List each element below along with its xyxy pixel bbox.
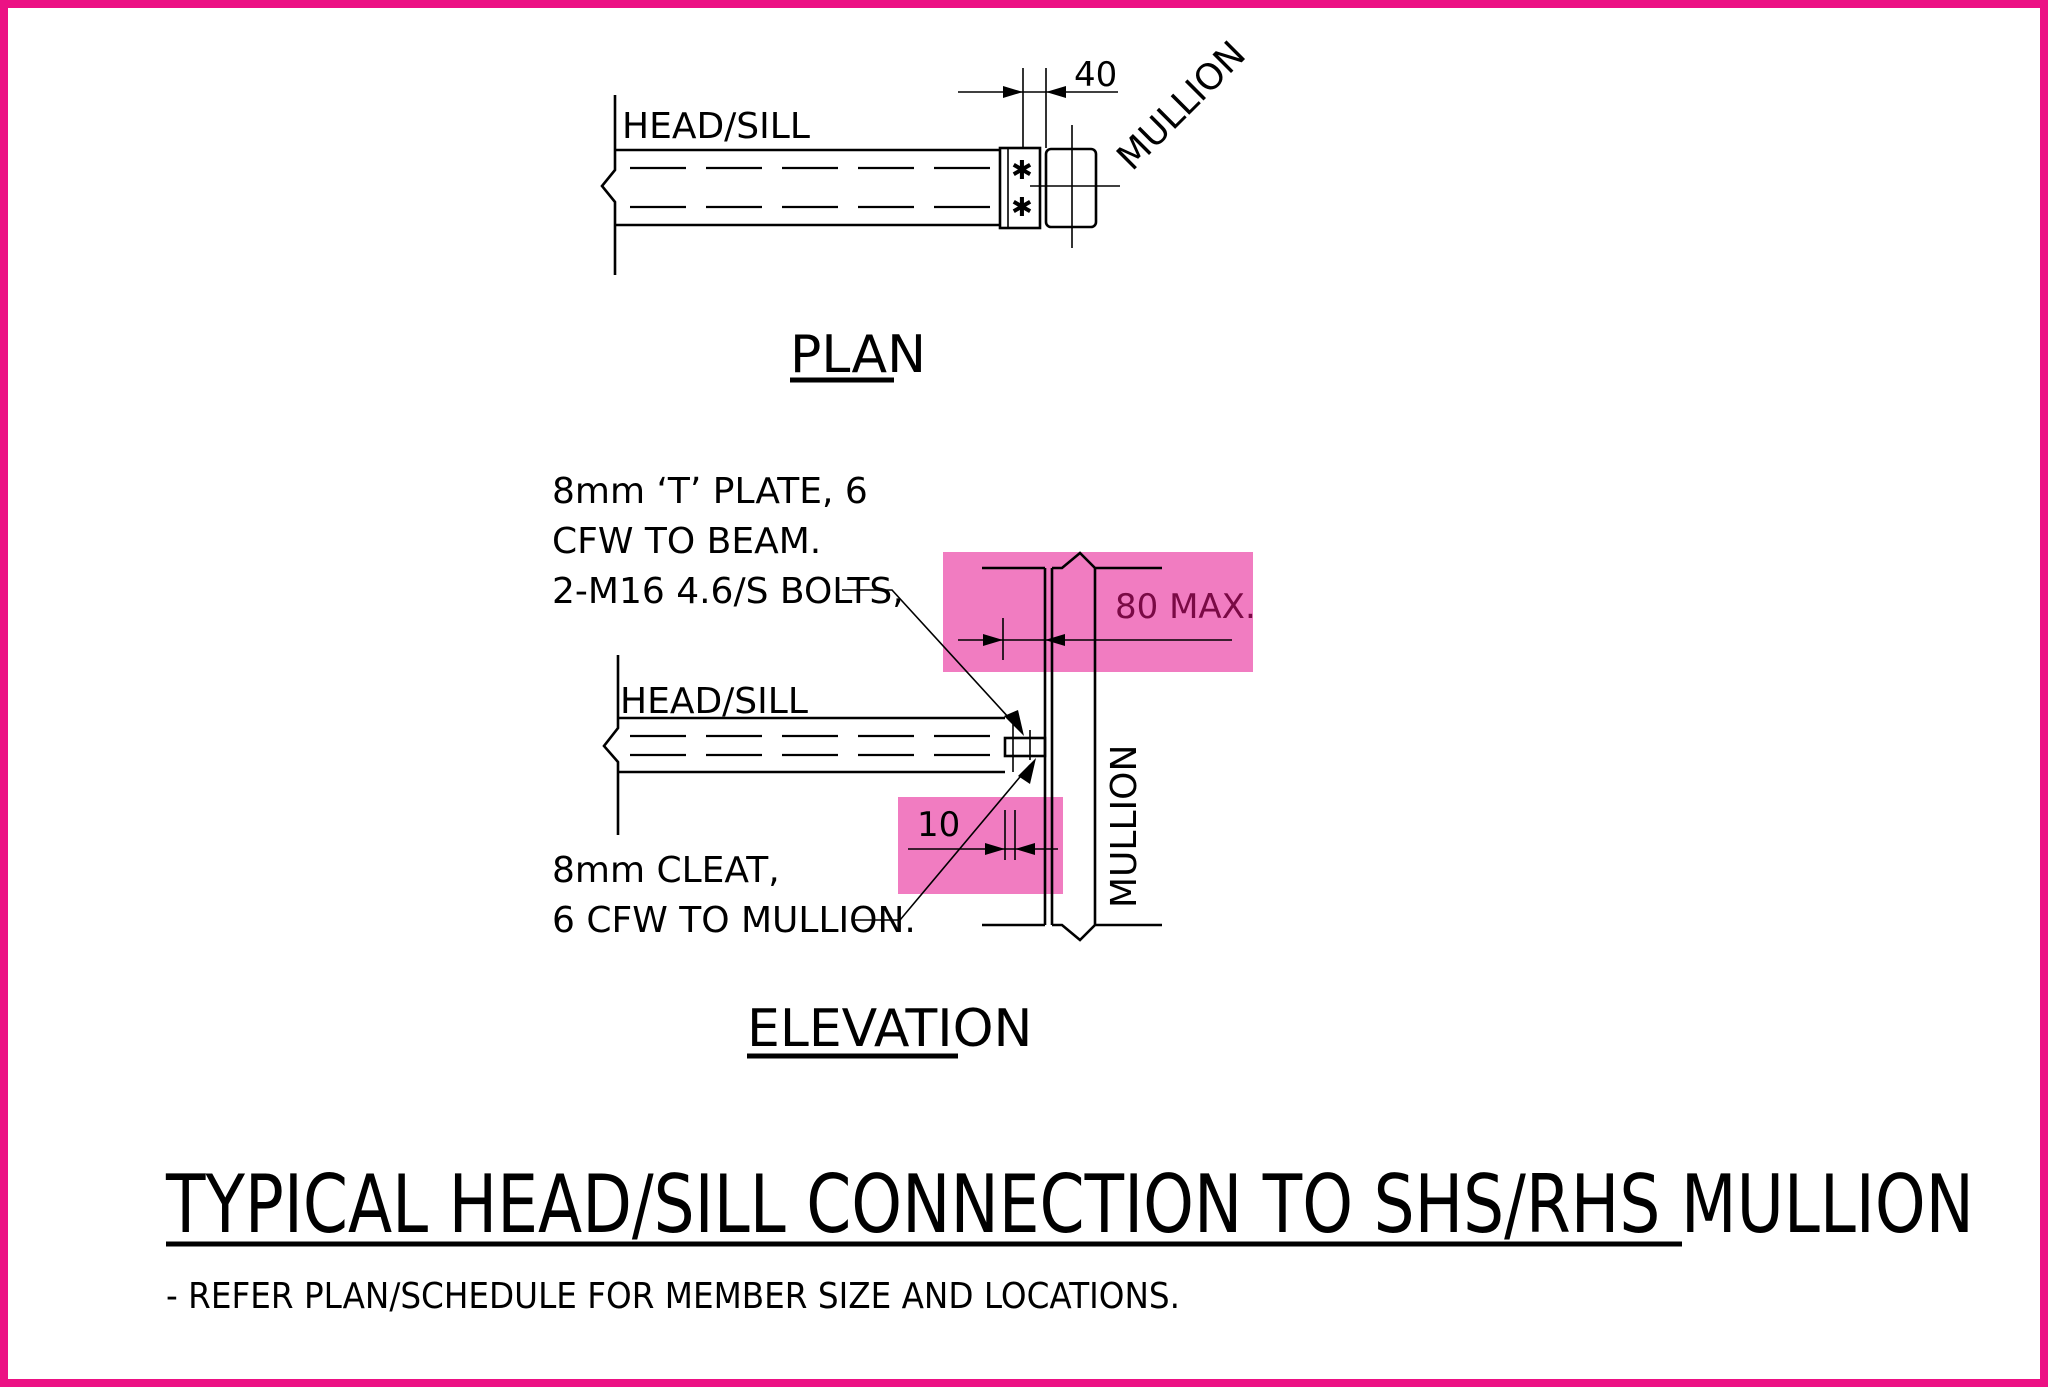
plan-view-title: PLAN <box>790 325 926 385</box>
drawing-title: TYPICAL HEAD/SILL CONNECTION TO SHS/RHS … <box>165 1158 1974 1251</box>
elevation-member-label: HEAD/SILL <box>620 681 808 722</box>
plate-note-line-1: 8mm ‘T’ PLATE, 6 <box>552 471 868 512</box>
cleat-note-line-1: 8mm CLEAT, <box>552 850 780 891</box>
drawing-note: - REFER PLAN/SCHEDULE FOR MEMBER SIZE AN… <box>166 1276 1180 1317</box>
svg-text:✱: ✱ <box>1011 193 1033 223</box>
cleat-note-line-2: 6 CFW TO MULLION. <box>552 900 916 941</box>
dimension-80-max: 80 MAX. <box>1115 587 1256 627</box>
dimension-10: 10 <box>917 805 960 845</box>
elevation-view-title: ELEVATION <box>747 999 1032 1059</box>
highlight-10 <box>898 797 1063 894</box>
plan-view: ✱ ✱ 40 HEAD/SILL MULLION PLAN <box>600 34 1254 385</box>
plan-member-label: HEAD/SILL <box>622 106 810 147</box>
highlight-80-max <box>943 552 1253 672</box>
elevation-mullion-label: MULLION <box>1104 745 1145 908</box>
plate-note-line-3: 2-M16 4.6/S BOLTS, <box>552 571 904 612</box>
svg-text:✱: ✱ <box>1011 156 1033 186</box>
elevation-view: 80 MAX. 10 8mm ‘T’ PLATE, 6 CFW TO BEAM.… <box>552 471 1256 1059</box>
plate-note-line-2: CFW TO BEAM. <box>552 521 821 562</box>
plan-mullion-label: MULLION <box>1109 34 1254 179</box>
plan-dimension-40: 40 <box>1074 55 1117 95</box>
